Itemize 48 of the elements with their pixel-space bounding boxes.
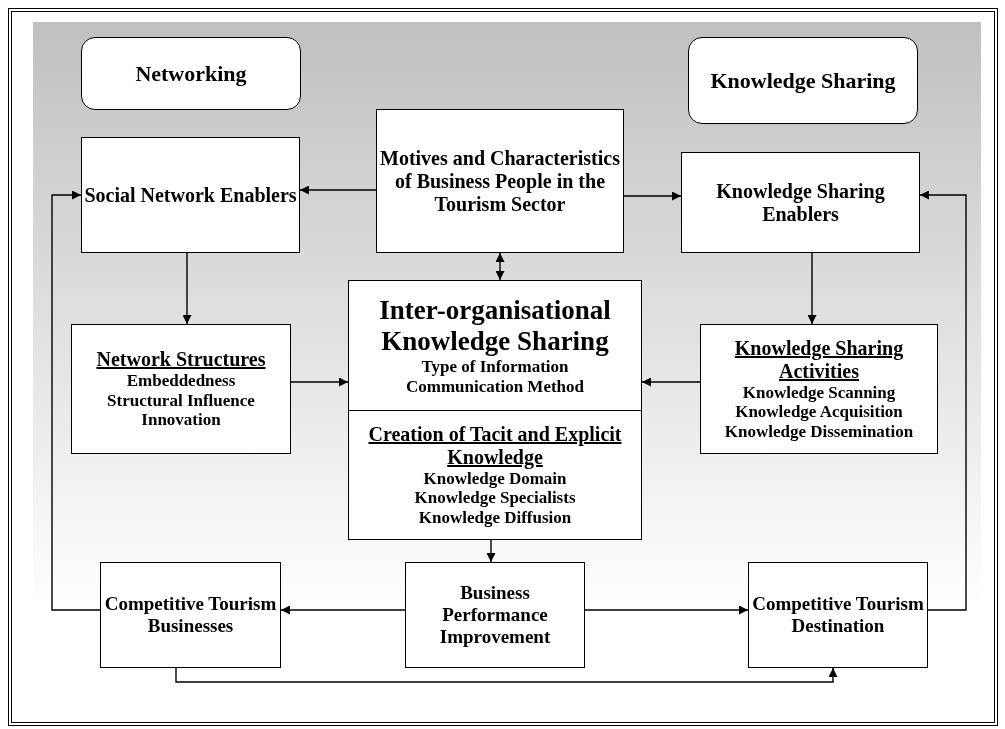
arrow <box>919 190 967 611</box>
arrow <box>299 185 377 195</box>
box-label: Competitive Tourism Businesses <box>103 593 278 637</box>
arrow <box>486 539 496 563</box>
section-heading-box <box>688 37 918 124</box>
arrow <box>290 377 349 387</box>
section-heading: Network Structures <box>96 348 266 372</box>
main-heading: Inter-organisational Knowledge Sharing <box>378 294 612 357</box>
concept-box <box>405 562 585 668</box>
section-heading: Knowledge Sharing Activities <box>733 336 905 383</box>
arrow <box>807 252 817 325</box>
concept-box <box>376 109 624 253</box>
box-label: Motives and Characteristics of Business People in the Tourism Sector <box>379 146 621 216</box>
list-item: Embeddedness <box>126 371 236 391</box>
list-item: Knowledge Dissemination <box>724 421 914 442</box>
arrow <box>495 252 505 281</box>
arrow <box>280 605 406 615</box>
concept-box <box>700 324 938 454</box>
list-item: Type of Information <box>421 357 569 377</box>
list-item: Knowledge Specialists <box>414 488 576 508</box>
list-item: Structural Influence <box>107 390 255 411</box>
box-label: Networking <box>135 60 247 87</box>
list-item: Knowledge Domain <box>423 468 567 489</box>
arrow <box>584 605 749 615</box>
box-label: Knowledge Sharing Enablers <box>715 179 886 226</box>
concept-box <box>348 280 642 411</box>
box-label: Business Performance Improvement <box>438 582 552 648</box>
concept-box <box>348 410 642 540</box>
arrow <box>641 377 701 387</box>
concept-box <box>681 152 920 253</box>
list-item: Knowledge Scanning <box>742 382 896 403</box>
box-label: Competitive Tourism Destination <box>751 593 925 637</box>
concept-box <box>71 324 291 454</box>
section-heading: Creation of Tacit and Explicit Knowledge <box>367 422 623 469</box>
list-item: Knowledge Acquisition <box>735 402 903 422</box>
concept-box <box>81 137 300 253</box>
list-item: Communication Method <box>406 376 584 397</box>
box-label: Knowledge Sharing <box>710 67 896 94</box>
section-heading-box <box>81 37 301 110</box>
arrow <box>182 252 192 325</box>
arrow <box>623 191 682 201</box>
concept-box <box>748 562 928 668</box>
arrow <box>175 667 838 683</box>
box-label: Social Network Enablers <box>84 183 297 207</box>
concept-box <box>100 562 281 668</box>
list-item: Innovation <box>141 410 221 430</box>
list-item: Knowledge Diffusion <box>418 507 572 528</box>
arrow <box>51 190 101 611</box>
